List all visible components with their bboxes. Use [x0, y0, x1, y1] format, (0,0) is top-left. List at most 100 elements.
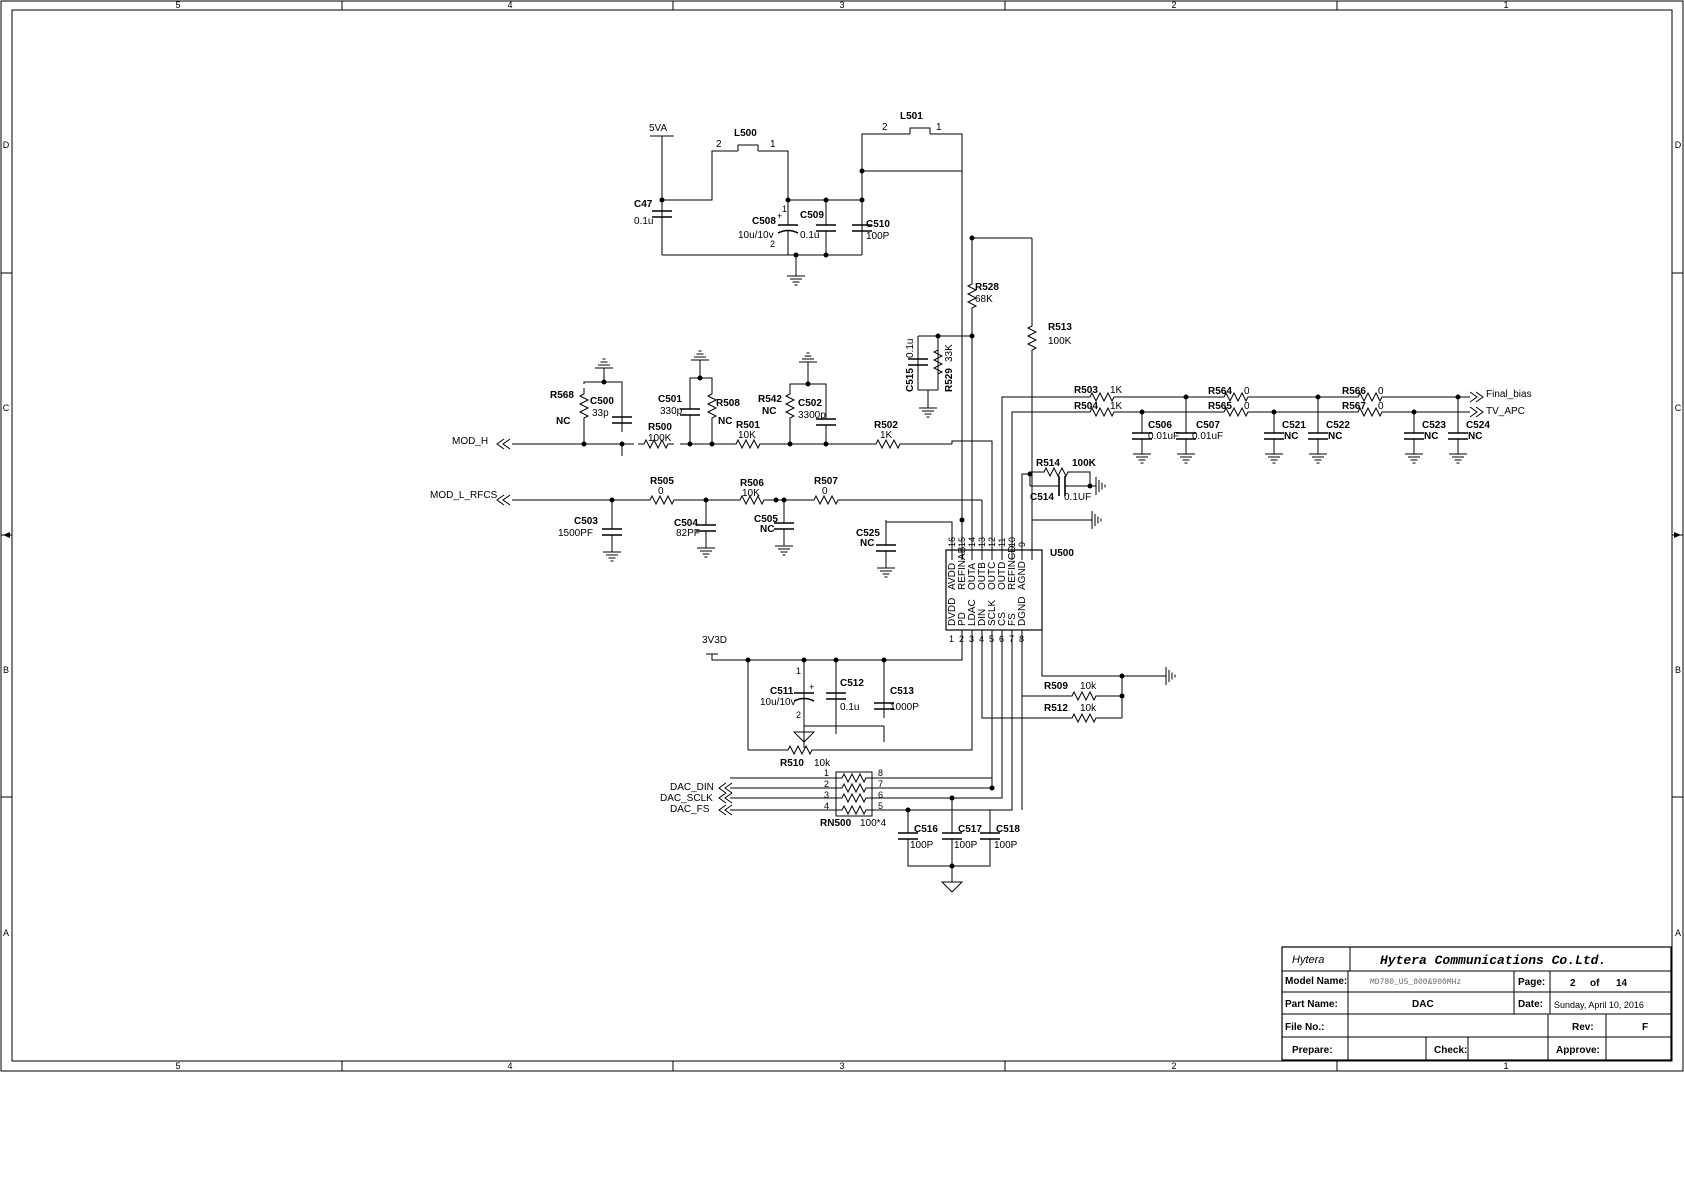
- pin1-C508: 1: [782, 204, 787, 214]
- drawing-frame: [0, 0, 1684, 1072]
- ref-C517: C517: [958, 824, 982, 835]
- col-label-bottom-2: 2: [1171, 1061, 1176, 1071]
- val-C514: 0.1UF: [1064, 492, 1091, 503]
- val-R566: 0: [1378, 386, 1384, 397]
- ref-R510: R510: [780, 758, 804, 769]
- ref-R506: R506: [740, 478, 764, 489]
- val-C503: 1500PF: [558, 528, 593, 539]
- capacitor-C524: C524 NC: [1447, 420, 1490, 449]
- val-C506: 0.01uF: [1148, 431, 1179, 442]
- row-label-left-B: B: [3, 665, 9, 675]
- val-C517: 100P: [954, 840, 978, 851]
- ref-R508: R508: [716, 398, 740, 409]
- ref-R512: R512: [1044, 703, 1068, 714]
- ref-R528: R528: [975, 282, 999, 293]
- val-C505: NC: [760, 524, 774, 535]
- power-symbols: 5VA 3V3D: [594, 123, 1468, 893]
- ref-C506: C506: [1148, 420, 1172, 431]
- net-ports: MOD_H MOD_L_RFCS Final_bias TV_APC DAC_D…: [430, 389, 1532, 816]
- resistor-R565: R565 0: [1208, 401, 1255, 417]
- val-C504: 82PF: [676, 528, 700, 539]
- val-R512: 10k: [1080, 703, 1097, 714]
- val-C510: 100P: [866, 231, 890, 242]
- u500-pin-name: OUTC: [987, 562, 998, 590]
- u500-pin-name: CS: [997, 612, 1008, 626]
- prepare-label: Prepare:: [1292, 1045, 1333, 1056]
- val-C511: 10u/10v: [760, 697, 796, 708]
- resistor-R566: R566 0: [1342, 386, 1389, 402]
- row-label-right-C: C: [1675, 403, 1682, 413]
- net-3v3d-label: 3V3D: [702, 635, 727, 646]
- u500-pin-number: 2: [959, 634, 964, 644]
- resistor-R512: R512 10k: [1044, 703, 1103, 723]
- net-final-bias: Final_bias: [1486, 389, 1532, 400]
- val-C522: NC: [1328, 431, 1342, 442]
- ref-C508: C508: [752, 216, 776, 227]
- ref-C522: C522: [1326, 420, 1350, 431]
- u500-pin-name: REFINAB: [957, 546, 968, 590]
- net-dac-fs: DAC_FS: [670, 804, 710, 815]
- resistor-R500: R500 100K: [637, 422, 675, 449]
- col-label-top-3: 3: [839, 0, 844, 10]
- capacitor-C500: C500 33p: [590, 396, 633, 433]
- resistor-R510: R510 10k: [780, 745, 831, 769]
- capacitor-C502: C502 3300p: [798, 398, 837, 435]
- pin2-C511: 2: [796, 710, 801, 720]
- resistor-network-RN500: 1 2 3 4 8 7 6 5 RN500 100*4: [820, 768, 887, 829]
- val-R510: 10k: [814, 758, 831, 769]
- pin-L501-2: 2: [882, 122, 888, 133]
- title-block: [1281, 946, 1672, 1061]
- u500-pin-name: DVDD: [947, 598, 958, 626]
- ref-C525: C525: [856, 528, 880, 539]
- row-label-right-A: A: [1675, 928, 1681, 938]
- u500-pin-number: 16: [947, 537, 957, 547]
- ref-R514: R514: [1036, 458, 1060, 469]
- resistor-R514: R514 100K: [1036, 458, 1097, 477]
- ref-R505: R505: [650, 476, 674, 487]
- capacitor-C506: C506 0.01uF: [1131, 420, 1179, 449]
- resistor-R504: R504 1K: [1074, 401, 1123, 417]
- ref-C515: C515: [905, 368, 916, 392]
- row-label-left-A: A: [3, 928, 9, 938]
- u500-pin-number: 14: [967, 537, 977, 547]
- u500-pin-number: 10: [1007, 537, 1017, 547]
- part-name-value: DAC: [1412, 999, 1434, 1010]
- capacitor-C505: C505 NC: [754, 513, 795, 540]
- u500-top-pins: 16AVDD15REFINAB14OUTA13OUTB12OUTC11OUTD1…: [947, 537, 1028, 590]
- hytera-logo: Hytera: [1292, 954, 1324, 966]
- val-R542: NC: [762, 406, 776, 417]
- val-R509: 10k: [1080, 681, 1097, 692]
- val-C512: 0.1u: [840, 702, 859, 713]
- ref-R566: R566: [1342, 386, 1366, 397]
- part-name-label: Part Name:: [1285, 999, 1338, 1010]
- capacitor-C518: C518 100P: [979, 823, 1020, 851]
- val-C509: 0.1u: [800, 230, 819, 241]
- u500-pin-name: OUTD: [997, 562, 1008, 590]
- date-label: Date:: [1518, 999, 1543, 1010]
- val-C47: 0.1u: [634, 216, 653, 227]
- ref-R503: R503: [1074, 385, 1098, 396]
- val-RN500: 100*4: [860, 818, 887, 829]
- val-R503: 1K: [1110, 385, 1123, 396]
- col-label-bottom-5: 5: [175, 1061, 180, 1071]
- pin-L501-1: 1: [936, 122, 942, 133]
- net-mod-h: MOD_H: [452, 436, 488, 447]
- resistor-R513: R513 100K: [1027, 319, 1072, 357]
- val-C515: 0.1u: [905, 339, 916, 358]
- ref-C516: C516: [914, 824, 938, 835]
- val-R501: 10K: [738, 430, 756, 441]
- ref-R529: R529: [944, 368, 955, 392]
- val-C518: 100P: [994, 840, 1018, 851]
- val-C523: NC: [1424, 431, 1438, 442]
- val-R564: 0: [1244, 386, 1250, 397]
- ref-R500: R500: [648, 422, 672, 433]
- ref-C500: C500: [590, 396, 614, 407]
- ref-C514: C514: [1030, 492, 1054, 503]
- row-label-right-D: D: [1675, 140, 1682, 150]
- title-block-text: Hytera Hytera Communications Co.Ltd. Mod…: [1285, 953, 1648, 1056]
- col-label-top-1: 1: [1503, 0, 1508, 10]
- val-R528: 68K: [975, 294, 993, 305]
- ref-R509: R509: [1044, 681, 1068, 692]
- pin-RN500-3: 3: [824, 790, 829, 800]
